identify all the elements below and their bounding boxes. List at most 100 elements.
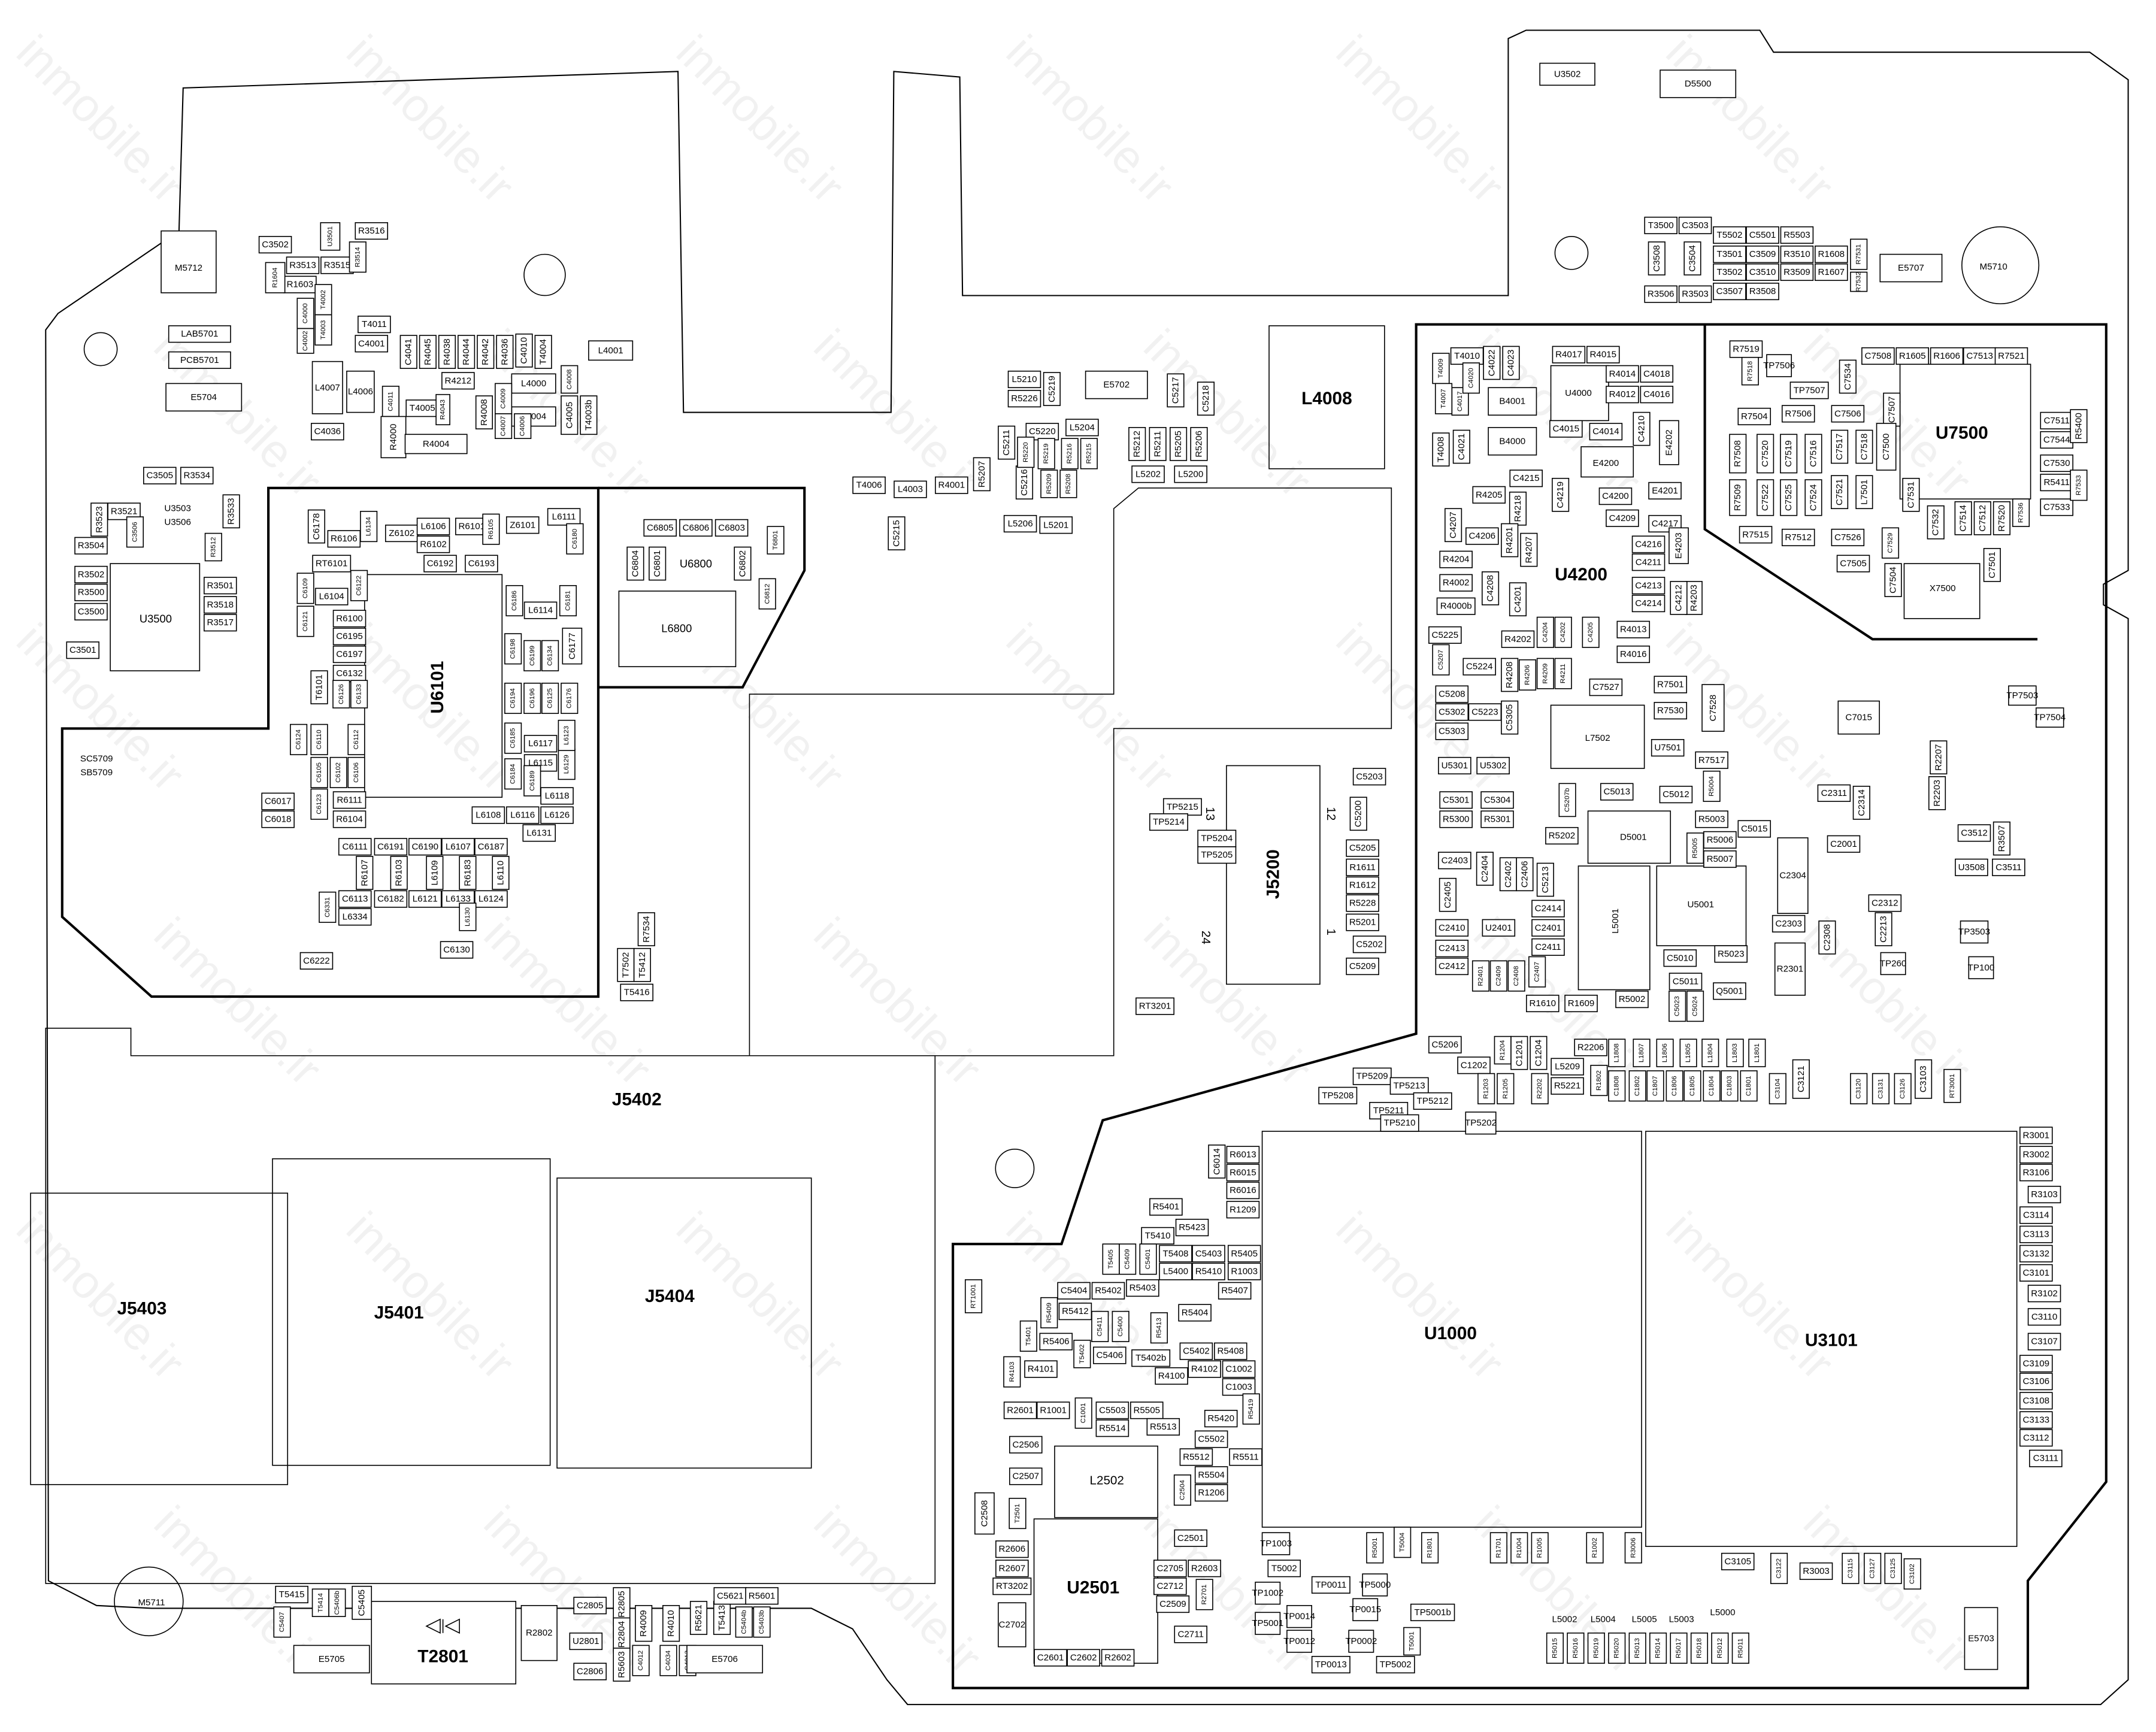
component-c3109: C3109 <box>2019 1355 2053 1373</box>
component-label: L6334 <box>343 912 368 922</box>
component-label: TP5215 <box>1167 802 1198 812</box>
component-r5209: R5209 <box>1040 470 1058 498</box>
component-c2508: C2508 <box>974 1492 995 1535</box>
component-label: C2407 <box>1534 962 1541 982</box>
component-label: C2303 <box>1775 919 1802 929</box>
component-label: R3515 <box>324 260 351 270</box>
shield-frame-u7500 <box>1703 324 2038 641</box>
component-label: E5704 <box>190 392 217 402</box>
component-pad <box>1286 1605 1312 1628</box>
component-r3506: R3506 <box>1644 285 1677 303</box>
component-pad <box>767 526 785 555</box>
component-c1802: C1802 <box>1628 1070 1646 1102</box>
component-c3506: C3506 <box>126 516 144 548</box>
component-label: R5211 <box>1153 431 1163 457</box>
component-r5400: R5400 <box>2070 409 2088 443</box>
component-label: C7522 <box>1760 485 1770 511</box>
component-r1604: R1604 <box>265 262 286 293</box>
component-r2802: R2802 <box>520 1605 558 1661</box>
component-pad <box>1208 1144 1226 1179</box>
component-r7530: R7530 <box>1654 702 1688 720</box>
component-r3523: R3523 <box>90 502 108 537</box>
component-label: R1003 <box>1231 1267 1258 1277</box>
component-label: R5219 <box>1043 444 1050 464</box>
component-c7501: C7501 <box>1983 547 2001 582</box>
component-c4022: C4022 <box>1483 346 1501 380</box>
component-rt6101: RT6101 <box>312 555 352 573</box>
component-r4100: R4100 <box>1155 1367 1188 1385</box>
component-pad <box>1884 1552 1902 1584</box>
component-t6101: T6101 <box>310 670 328 704</box>
component-label: R7501 <box>1657 680 1684 690</box>
component-label: C5216 <box>1019 469 1029 496</box>
component-pad <box>1703 770 1721 802</box>
component-u2801: U2801 <box>569 1632 603 1651</box>
component-label: TP5202 <box>1465 1118 1497 1128</box>
component-label: T5415 <box>279 1589 305 1600</box>
component-pad <box>419 335 437 369</box>
component-label: C2506 <box>1012 1440 1039 1450</box>
component-t4002: T4002 <box>314 284 332 316</box>
component-c6198: C6198 <box>504 633 522 665</box>
component-pad <box>1651 739 1685 757</box>
component-c7514: C7514 <box>1954 501 1972 535</box>
component-pad <box>1574 1038 1607 1056</box>
component-pad <box>458 335 476 369</box>
component-t5401: T5401 <box>1019 1320 1037 1352</box>
component-c5200: C5200 <box>1349 797 1367 831</box>
component-label: C7533 <box>2043 502 2070 512</box>
component-label: R3003 <box>1803 1566 1830 1576</box>
component-label: T5410 <box>1145 1231 1171 1241</box>
component-label: TP5205 <box>1201 850 1233 860</box>
component-pad <box>1007 390 1041 408</box>
component-label: R2701 <box>1201 1585 1208 1605</box>
component-l6130: L6130 <box>459 903 477 931</box>
component-e4202: E4202 <box>1659 420 1679 465</box>
component-pad <box>426 856 444 890</box>
component-pad <box>1616 645 1651 664</box>
component-c6802: C6802 <box>734 546 752 581</box>
component-tp0015: TP0015 <box>1349 1598 1381 1621</box>
component-pad <box>1914 1059 1933 1099</box>
component-label: R4207 <box>1524 537 1534 564</box>
component-pad <box>1549 420 1583 438</box>
component-c4014: C4014 <box>1589 423 1623 441</box>
component-r5228: R5228 <box>1346 894 1379 912</box>
component-c4215: C4215 <box>1509 470 1543 487</box>
component-pad <box>1009 1467 1043 1485</box>
component-c5404b: C5404b <box>735 1606 753 1638</box>
component-t5410: T5410 <box>1141 1227 1174 1245</box>
component-label: R3507 <box>1997 825 2007 852</box>
component-c5407: C5407 <box>273 1606 291 1638</box>
component-c7520: C7520 <box>1757 434 1775 474</box>
chip-u4000 <box>1550 365 1609 422</box>
mount-hole <box>523 253 566 296</box>
component-rt3001: RT3001 <box>1943 1068 1961 1103</box>
component-pad <box>713 1601 731 1635</box>
component-c3501: C3501 <box>66 641 100 659</box>
component-c7532: C7532 <box>1927 505 1945 540</box>
component-label: R1605 <box>1899 351 1926 361</box>
component-pad <box>1654 676 1688 694</box>
component-tp5210: TP5210 <box>1380 1114 1419 1132</box>
component-label: RT3202 <box>996 1581 1028 1591</box>
component-pad <box>1389 1077 1429 1095</box>
component-r1612: R1612 <box>1346 876 1379 894</box>
component-c5403: C5403 <box>1192 1245 1225 1262</box>
l7502-label: L7502 <box>1585 733 1610 743</box>
component-c2401: C2401 <box>1531 919 1565 937</box>
component-r2606: R2606 <box>995 1540 1029 1558</box>
component-pad <box>1531 938 1565 956</box>
component-r4044: R4044 <box>458 335 476 369</box>
component-pad <box>1586 346 1620 364</box>
component-l6109: L6109 <box>426 856 444 890</box>
component-l4000: L4000 <box>511 373 556 394</box>
component-u3508: U3508 <box>1955 858 1988 876</box>
component-u3503: U3503 <box>164 504 191 514</box>
component-r1608: R1608 <box>1815 246 1848 264</box>
component-c1001: C1001 <box>1074 1397 1092 1429</box>
component-pad <box>273 1606 291 1638</box>
component-label: R4016 <box>1620 649 1647 659</box>
component-c3503: C3503 <box>1678 216 1712 234</box>
component-label: TP0012 <box>1283 1636 1315 1646</box>
